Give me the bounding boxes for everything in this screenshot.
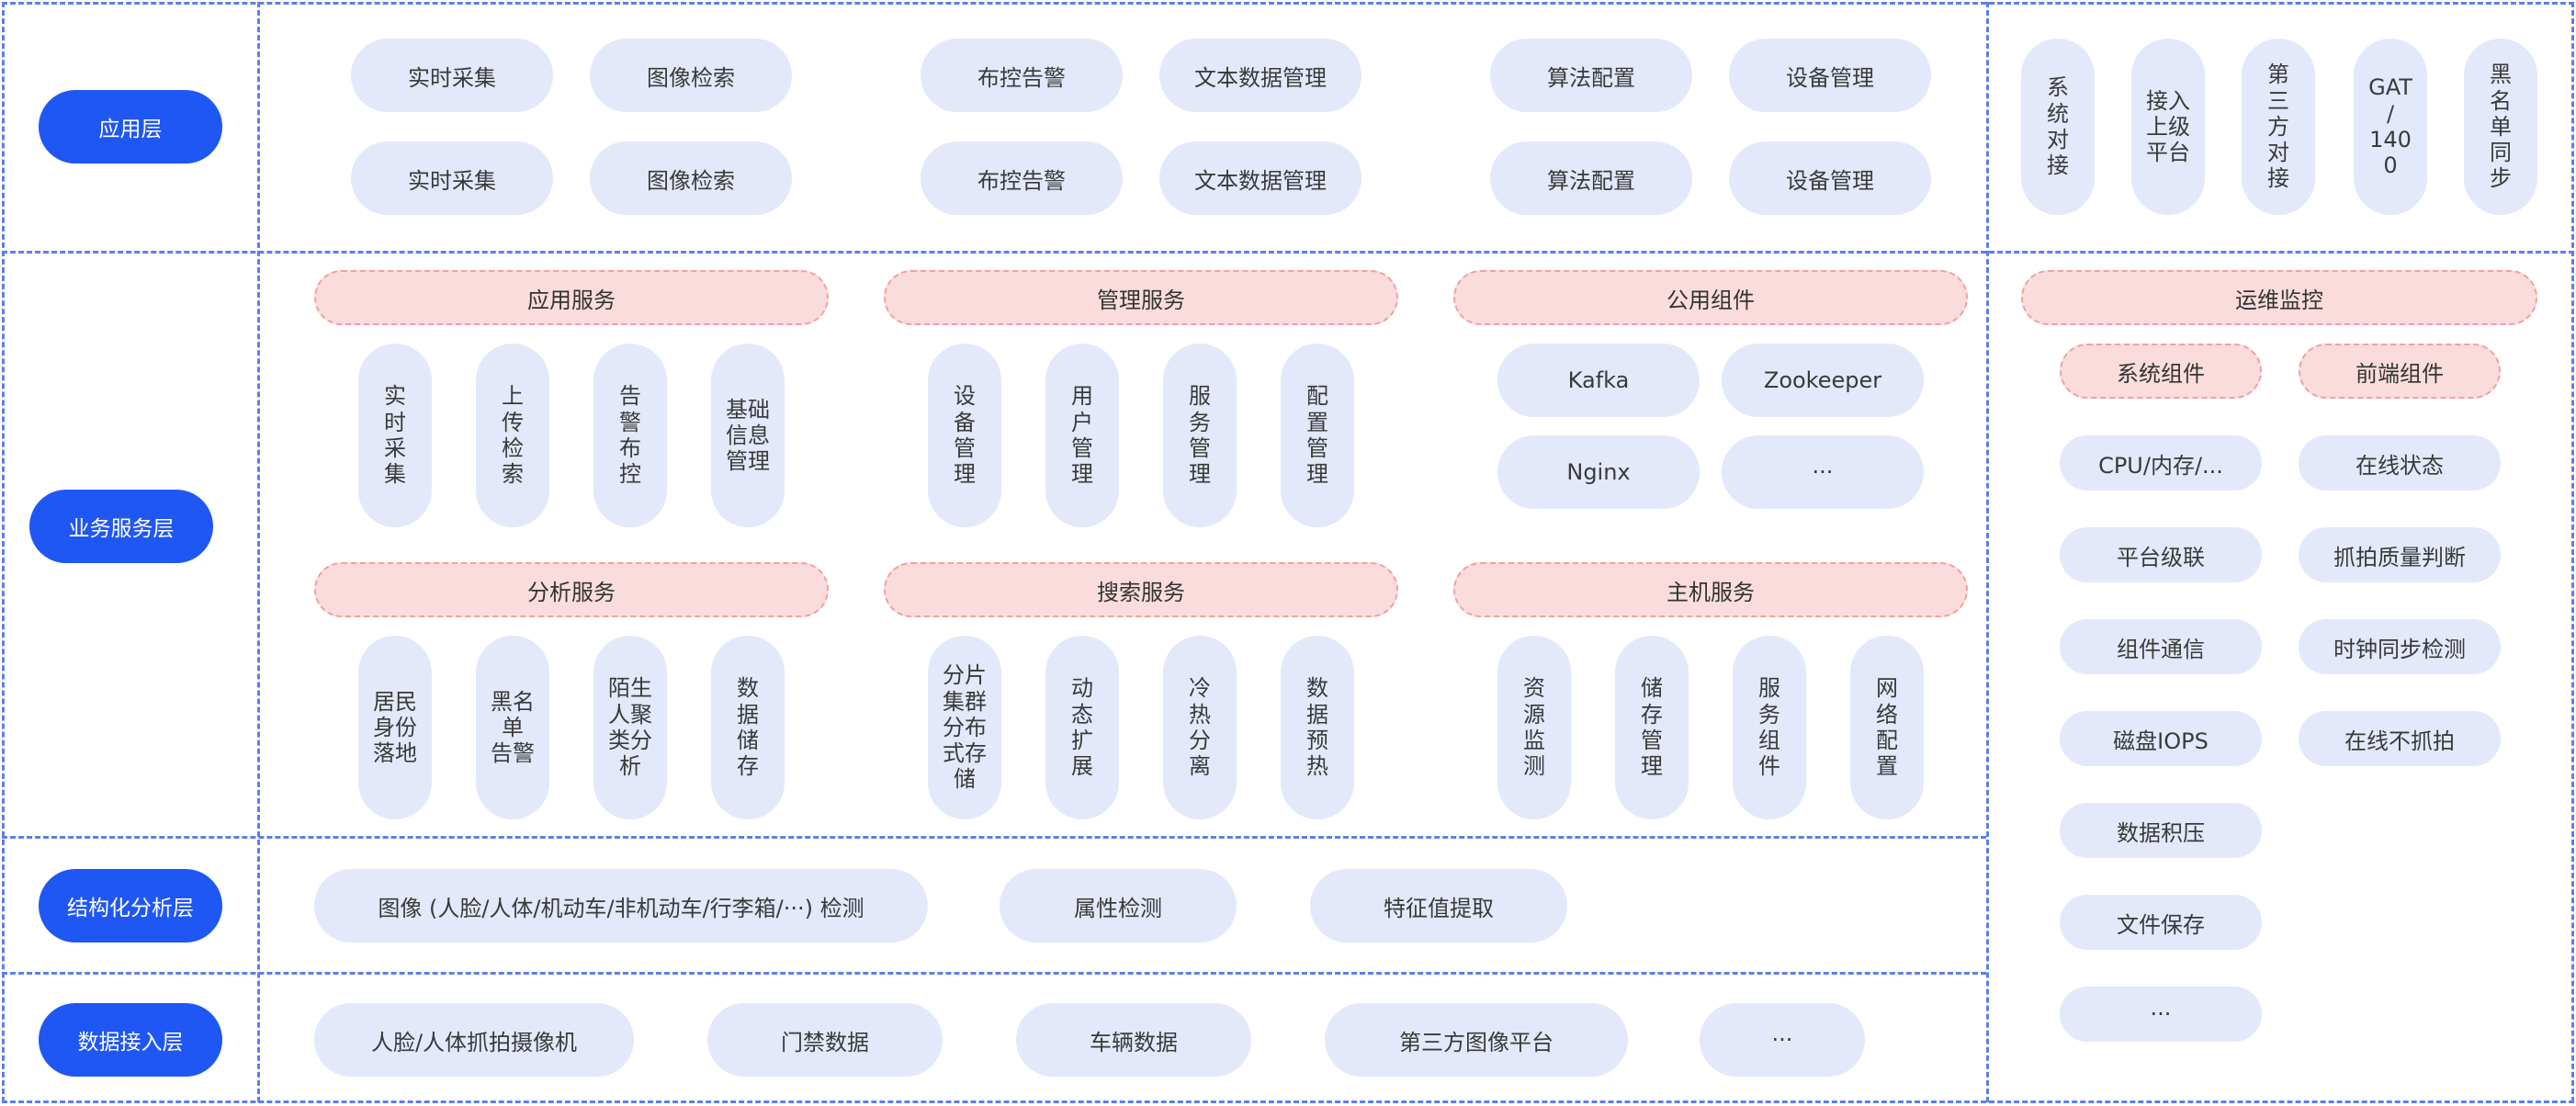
layer-label-struct: 结构化分析层 [39,869,222,942]
app-right-blacklist-sync: 黑 名 单 同 步 [2464,39,2537,215]
host-service-network-config: 网 络 配 置 [1850,636,1924,819]
search-service-dynamic-scaling: 动 态 扩 展 [1045,636,1119,819]
group-header-host-service: 主机服务 [1453,562,1968,617]
struct-item-feature-extraction: 特征值提取 [1310,869,1567,942]
app-item-image-search: 图像检索 [590,39,792,112]
access-item-vehicle-data: 车辆数据 [1016,1003,1251,1077]
layer-label-access: 数据接入层 [39,1003,222,1077]
public-component-kafka: Kafka [1497,344,1700,417]
group-header-system-components: 系统组件 [2060,344,2262,399]
app-item-device-mgmt: 设备管理 [1729,39,1931,112]
app-item-text-data-mgmt: 文本数据管理 [1159,39,1361,112]
mgmt-service-user: 用 户 管 理 [1045,344,1119,527]
app-item-device-mgmt: 设备管理 [1729,141,1931,215]
access-item-capture-camera: 人脸/人体抓拍摄像机 [314,1003,634,1077]
analysis-service-resident-identity: 居民 身份 落地 [358,636,432,819]
group-header-ops-monitoring: 运维监控 [2021,270,2537,325]
access-item-more: ··· [1700,1003,1865,1077]
ops-system-item: ··· [2060,987,2262,1042]
layer-label-app: 应用层 [39,90,222,164]
group-header-mgmt-service: 管理服务 [884,270,1398,325]
public-component-zookeeper: Zookeeper [1722,344,1924,417]
group-header-public-components: 公用组件 [1453,270,1968,325]
app-service-upload-search: 上 传 检 索 [476,344,549,527]
host-service-resource-monitor: 资 源 监 测 [1497,636,1571,819]
grid-line-left [2,2,5,1102]
ops-system-item: 文件保存 [2060,895,2262,950]
app-item-image-search: 图像检索 [590,141,792,215]
grid-line-bottom [2,1100,2574,1103]
access-item-access-control: 门禁数据 [707,1003,943,1077]
app-service-basic-info-mgmt: 基础 信息 管理 [711,344,785,527]
app-item-alarm-control: 布控告警 [921,39,1123,112]
grid-line-struct-bottom [2,972,1986,975]
ops-frontend-item: 抓拍质量判断 [2299,527,2501,582]
app-right-system-integration: 系 统 对 接 [2021,39,2095,215]
analysis-service-data-storage: 数 据 储 存 [711,636,785,819]
grid-line-right-divider [1986,2,1989,1102]
struct-item-detection: 图像 (人脸/人体/机动车/非机动车/行李箱/···) 检测 [314,869,928,942]
ops-frontend-item: 时钟同步检测 [2299,619,2501,674]
public-component-nginx: Nginx [1497,435,1700,509]
grid-line-right [2571,2,2574,1102]
grid-line-biz-bottom [2,836,1986,839]
app-item-algo-config: 算法配置 [1490,141,1692,215]
app-service-realtime-capture: 实 时 采 集 [358,344,432,527]
search-service-sharded-storage: 分片 集群 分布 式存 储 [928,636,1001,819]
search-service-data-preheat: 数 据 预 热 [1281,636,1354,819]
access-item-third-party-platform: 第三方图像平台 [1325,1003,1628,1077]
grid-line-app-bottom [2,251,2574,254]
group-header-analysis-service: 分析服务 [314,562,829,617]
app-service-alarm-control: 告 警 布 控 [593,344,667,527]
app-item-text-data-mgmt: 文本数据管理 [1159,141,1361,215]
public-component-more: ··· [1722,435,1924,509]
analysis-service-stranger-clustering: 陌生 人聚 类分 析 [593,636,667,819]
group-header-frontend-components: 前端组件 [2299,344,2501,399]
group-header-search-service: 搜索服务 [884,562,1398,617]
group-header-app-service: 应用服务 [314,270,829,325]
ops-system-item: 组件通信 [2060,619,2262,674]
layer-label-biz: 业务服务层 [29,490,213,563]
app-item-realtime-capture: 实时采集 [351,141,553,215]
host-service-service-component: 服 务 组 件 [1733,636,1806,819]
app-item-algo-config: 算法配置 [1490,39,1692,112]
struct-item-attribute-detection: 属性检测 [1000,869,1237,942]
analysis-service-blacklist-alarm: 黑名单 告警 [476,636,549,819]
mgmt-service-config: 配 置 管 理 [1281,344,1354,527]
app-item-alarm-control: 布控告警 [921,141,1123,215]
app-right-upper-platform: 接入 上级 平台 [2131,39,2205,215]
mgmt-service-device: 设 备 管 理 [928,344,1001,527]
grid-line-top [2,2,2574,5]
ops-frontend-item: 在线不抓拍 [2299,711,2501,766]
search-service-hot-cold-separation: 冷 热 分 离 [1163,636,1237,819]
app-right-third-party: 第 三 方 对 接 [2242,39,2315,215]
ops-frontend-item: 在线状态 [2299,435,2501,491]
mgmt-service-service: 服 务 管 理 [1163,344,1237,527]
app-right-gat1400: GAT / 140 0 [2354,39,2427,215]
ops-system-item: 磁盘IOPS [2060,711,2262,766]
app-item-realtime-capture: 实时采集 [351,39,553,112]
host-service-storage-mgmt: 储 存 管 理 [1615,636,1689,819]
ops-system-item: 数据积压 [2060,803,2262,858]
ops-system-item: CPU/内存/... [2060,435,2262,491]
grid-line-label-divider [257,2,260,1102]
ops-system-item: 平台级联 [2060,527,2262,582]
